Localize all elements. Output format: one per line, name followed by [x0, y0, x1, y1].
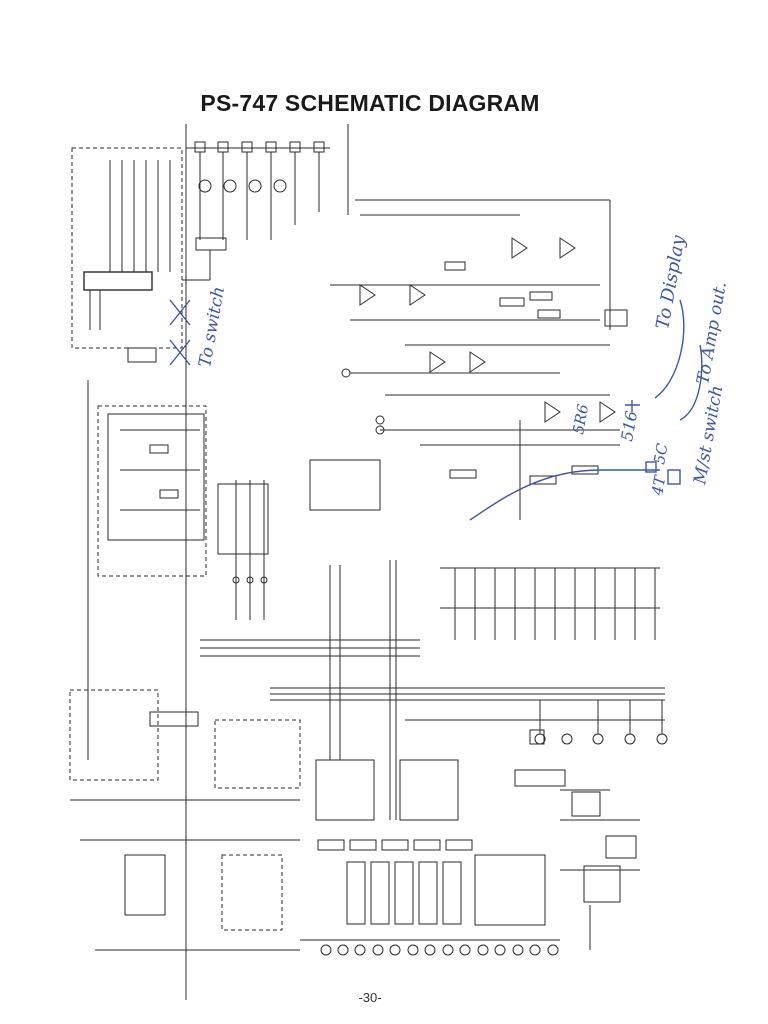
handwritten-4t: 4T — [648, 473, 669, 497]
power-supply — [560, 791, 640, 950]
lower-left-stage — [69, 689, 301, 951]
right-lower-module — [474, 769, 610, 926]
middle-stage — [341, 351, 620, 520]
handwritten-5c: 5C — [650, 441, 671, 465]
resistor-ladder — [440, 567, 668, 745]
top-connector-block — [185, 124, 349, 1000]
handwritten-5r6: 5R6 — [569, 402, 592, 435]
page-title: PS-747 SCHEMATIC DIAGRAM — [200, 90, 540, 116]
left-ic-block — [71, 147, 211, 363]
handwritten-to-amp-out: To Amp out. — [693, 280, 731, 386]
handwritten-marks — [169, 299, 703, 521]
handwritten-labels: To switch To Display To Amp out. M/st sw… — [195, 233, 731, 498]
switch-cluster — [217, 459, 381, 620]
handwritten-516: 516 — [617, 409, 641, 442]
ic-array — [300, 759, 560, 956]
page-number: -30- — [358, 990, 382, 1005]
opamp-region-upper — [330, 199, 628, 346]
bus-lines — [200, 560, 665, 820]
handwritten-to-switch: To switch — [195, 285, 229, 369]
left-module-block — [87, 380, 207, 760]
